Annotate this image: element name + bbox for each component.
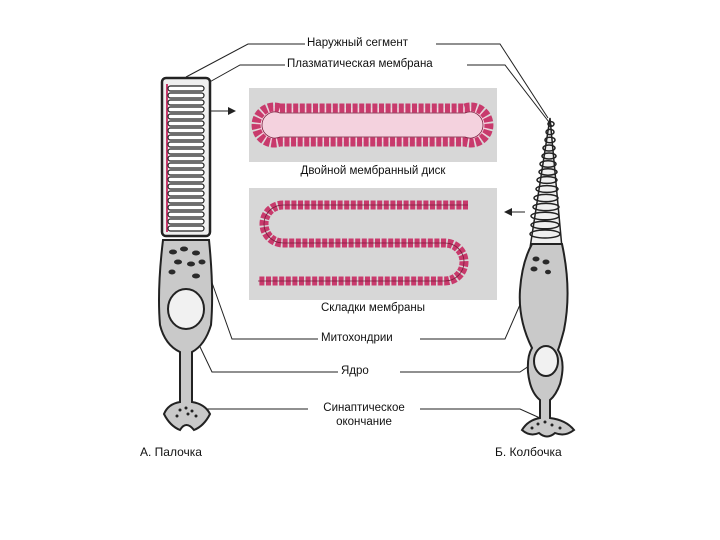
rod-inner-segment bbox=[158, 239, 214, 432]
rod-discs bbox=[167, 85, 205, 232]
caption-rod: А. Палочка bbox=[140, 445, 202, 459]
cone-inner-segment bbox=[518, 243, 576, 438]
label-outer-segment: Наружный сегмент bbox=[307, 37, 409, 49]
label-membrane-folds: Складки мембраны bbox=[320, 302, 426, 314]
label-nucleus: Ядро bbox=[341, 365, 369, 377]
cone-synaptic-vesicles bbox=[530, 420, 562, 430]
cone-nucleus bbox=[533, 345, 559, 377]
rod-synaptic-vesicles bbox=[175, 406, 198, 418]
label-synaptic-line1: Синаптическое bbox=[323, 402, 405, 414]
rod-mitochondria bbox=[168, 246, 206, 279]
cone-folds bbox=[529, 120, 561, 239]
rod-nucleus bbox=[167, 288, 205, 330]
cone-cell bbox=[518, 117, 576, 438]
label-plasma-membrane: Плазматическая мембрана bbox=[287, 58, 433, 70]
rod-cell bbox=[158, 76, 214, 432]
label-mitochondria: Митохондрии bbox=[321, 332, 393, 344]
label-synaptic-line2: окончание bbox=[336, 416, 392, 428]
cone-mitochondria bbox=[530, 256, 551, 275]
arrowheads bbox=[228, 107, 512, 216]
disc-inner-line bbox=[261, 111, 484, 139]
folds-inner-line bbox=[258, 204, 468, 282]
double-membrane-disc bbox=[251, 102, 494, 148]
caption-cone: Б. Колбочка bbox=[495, 445, 562, 459]
label-double-disc: Двойной мембранный диск bbox=[300, 165, 446, 177]
